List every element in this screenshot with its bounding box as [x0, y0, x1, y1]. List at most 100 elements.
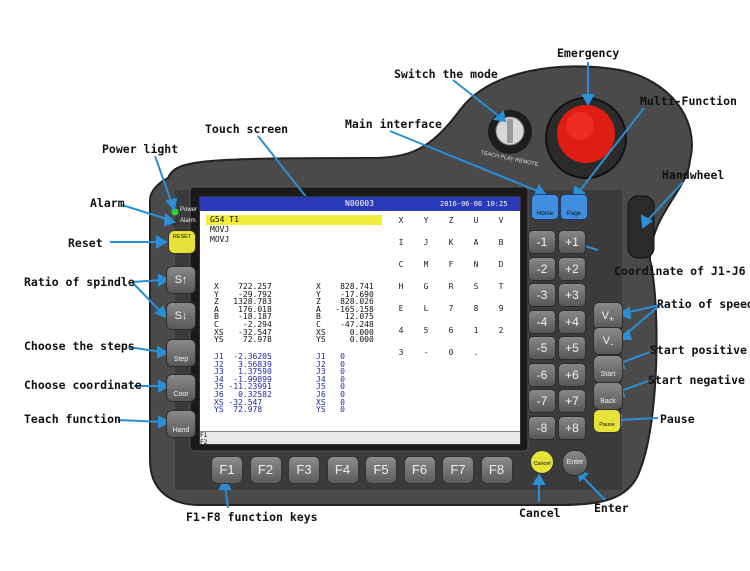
- label-choose-coordinate: Choose coordinate: [24, 378, 142, 392]
- pause-button[interactable]: Pause: [593, 409, 621, 433]
- jog-minus-key[interactable]: -7: [528, 389, 556, 413]
- screen-key[interactable]: .: [473, 348, 479, 357]
- enter-button[interactable]: Enter: [562, 450, 588, 476]
- screen-key[interactable]: Y: [423, 216, 429, 225]
- handwheel: [627, 195, 655, 259]
- spindle-down-button[interactable]: S↓: [166, 302, 196, 330]
- step-button[interactable]: Step: [166, 339, 196, 367]
- screen-key[interactable]: R: [448, 282, 454, 291]
- speed-down-button[interactable]: V-: [593, 327, 623, 355]
- screen-key[interactable]: S: [473, 282, 479, 291]
- screen-key[interactable]: V: [498, 216, 504, 225]
- screen-date: 2016-06-06 10:25: [440, 200, 508, 208]
- screen-key[interactable]: 6: [448, 326, 454, 335]
- screen-key[interactable]: J: [423, 238, 429, 247]
- screen-tab[interactable]: F2: [200, 439, 208, 445]
- jog-minus-key[interactable]: -5: [528, 336, 556, 360]
- power-text: Power: [180, 207, 198, 213]
- coor-button[interactable]: Coor: [166, 374, 196, 402]
- jog-plus-key[interactable]: +4: [558, 309, 586, 334]
- screen-key[interactable]: 0: [448, 348, 454, 357]
- screen-key[interactable]: U: [473, 216, 479, 225]
- function-key[interactable]: F1: [211, 456, 243, 484]
- screen-key[interactable]: 2: [498, 326, 504, 335]
- jog-minus-key[interactable]: -6: [528, 362, 556, 387]
- screen-key[interactable]: A: [473, 238, 479, 247]
- speed-up-button[interactable]: V+: [593, 302, 623, 330]
- label-coordinate-j: Coordinate of J1-J6: [614, 264, 746, 278]
- function-key[interactable]: F7: [442, 456, 474, 484]
- reset-button[interactable]: RESET: [168, 230, 196, 254]
- screen-key[interactable]: C: [398, 260, 404, 269]
- screen-key[interactable]: I: [398, 238, 404, 247]
- function-key[interactable]: F5: [365, 456, 397, 484]
- touch-screen[interactable]: N00003 2016-06-06 10:25 G54 T1 MOVJ MOVJ…: [199, 196, 521, 445]
- program-line[interactable]: MOVJ: [210, 235, 230, 244]
- jog-plus-key[interactable]: +6: [558, 362, 586, 387]
- jog-minus-key[interactable]: -2: [528, 256, 556, 281]
- power-light: [171, 208, 179, 216]
- jog-plus-key[interactable]: +7: [558, 389, 586, 413]
- jog-minus-key[interactable]: -1: [528, 230, 556, 254]
- program-number: N00003: [345, 199, 374, 208]
- label-enter: Enter: [594, 501, 629, 515]
- jog-plus-key[interactable]: +5: [558, 336, 586, 360]
- screen-key[interactable]: H: [398, 282, 404, 291]
- jog-plus-key[interactable]: +2: [558, 256, 586, 281]
- screen-key[interactable]: B: [498, 238, 504, 247]
- screen-key[interactable]: G: [423, 282, 429, 291]
- home-button[interactable]: Home: [531, 194, 559, 220]
- function-key[interactable]: F6: [403, 456, 436, 484]
- jog-minus-key[interactable]: -8: [528, 415, 556, 440]
- label-choose-steps: Choose the steps: [24, 339, 135, 353]
- label-function-keys: F1-F8 function keys: [186, 510, 318, 524]
- screen-key[interactable]: -: [423, 348, 429, 357]
- jog-minus-key[interactable]: -3: [528, 283, 556, 307]
- screen-key[interactable]: F: [448, 260, 454, 269]
- label-cancel: Cancel: [519, 506, 561, 520]
- label-power-light: Power light: [102, 142, 179, 156]
- screen-key[interactable]: X: [398, 216, 404, 225]
- back-button[interactable]: Back: [593, 382, 623, 410]
- screen-key[interactable]: D: [498, 260, 504, 269]
- screen-key[interactable]: 8: [473, 304, 479, 313]
- screen-key[interactable]: 7: [448, 304, 454, 313]
- screen-key[interactable]: N: [473, 260, 479, 269]
- label-handwheel: Handwheel: [662, 168, 725, 182]
- function-key[interactable]: F4: [326, 456, 359, 484]
- label-multi-function: Multi-Function: [640, 94, 737, 108]
- spindle-up-button[interactable]: S↑: [166, 266, 196, 294]
- joint-coords: J1 -2.36205 J2 3.56839 J3 1.37590 J4 -1.…: [214, 352, 272, 415]
- cancel-button[interactable]: Cancel: [530, 450, 554, 474]
- jog-plus-key[interactable]: +1: [558, 230, 586, 254]
- program-list[interactable]: G54 T1 MOVJ MOVJ: [206, 215, 382, 245]
- jog-plus-key[interactable]: +8: [558, 415, 586, 440]
- function-key[interactable]: F8: [480, 456, 513, 484]
- hand-button[interactable]: Hand: [166, 410, 196, 438]
- label-ratio-speed: Ratio of speed: [657, 297, 750, 311]
- screen-key[interactable]: 9: [498, 304, 504, 313]
- screen-key[interactable]: T: [498, 282, 504, 291]
- screen-key[interactable]: K: [448, 238, 454, 247]
- screen-key[interactable]: 3: [398, 348, 404, 357]
- screen-tab[interactable]: F1: [200, 432, 208, 439]
- label-reset: Reset: [68, 236, 103, 250]
- program-line[interactable]: G54 T1: [206, 215, 382, 225]
- screen-keyboard: X Y Z U V I J K A B C M F N D H G R S T E L 7 8 9 4 5 6 1 2 3 - 0.: [388, 211, 520, 411]
- screen-key[interactable]: 5: [423, 326, 429, 335]
- function-key[interactable]: F2: [249, 456, 282, 484]
- screen-key[interactable]: M: [423, 260, 429, 269]
- start-button[interactable]: Start: [593, 355, 623, 383]
- label-switch-mode: Switch the mode: [394, 67, 498, 81]
- screen-key[interactable]: 1: [473, 326, 479, 335]
- program-line[interactable]: MOVJ: [210, 225, 230, 234]
- jog-plus-key[interactable]: +3: [558, 283, 586, 307]
- page-button[interactable]: Page: [560, 194, 588, 220]
- screen-key[interactable]: E: [398, 304, 404, 313]
- jog-minus-key[interactable]: -4: [528, 309, 556, 334]
- function-key[interactable]: F3: [288, 456, 320, 484]
- label-touch-screen: Touch screen: [205, 122, 289, 136]
- screen-key[interactable]: L: [423, 304, 429, 313]
- screen-key[interactable]: Z: [448, 216, 454, 225]
- screen-key[interactable]: 4: [398, 326, 404, 335]
